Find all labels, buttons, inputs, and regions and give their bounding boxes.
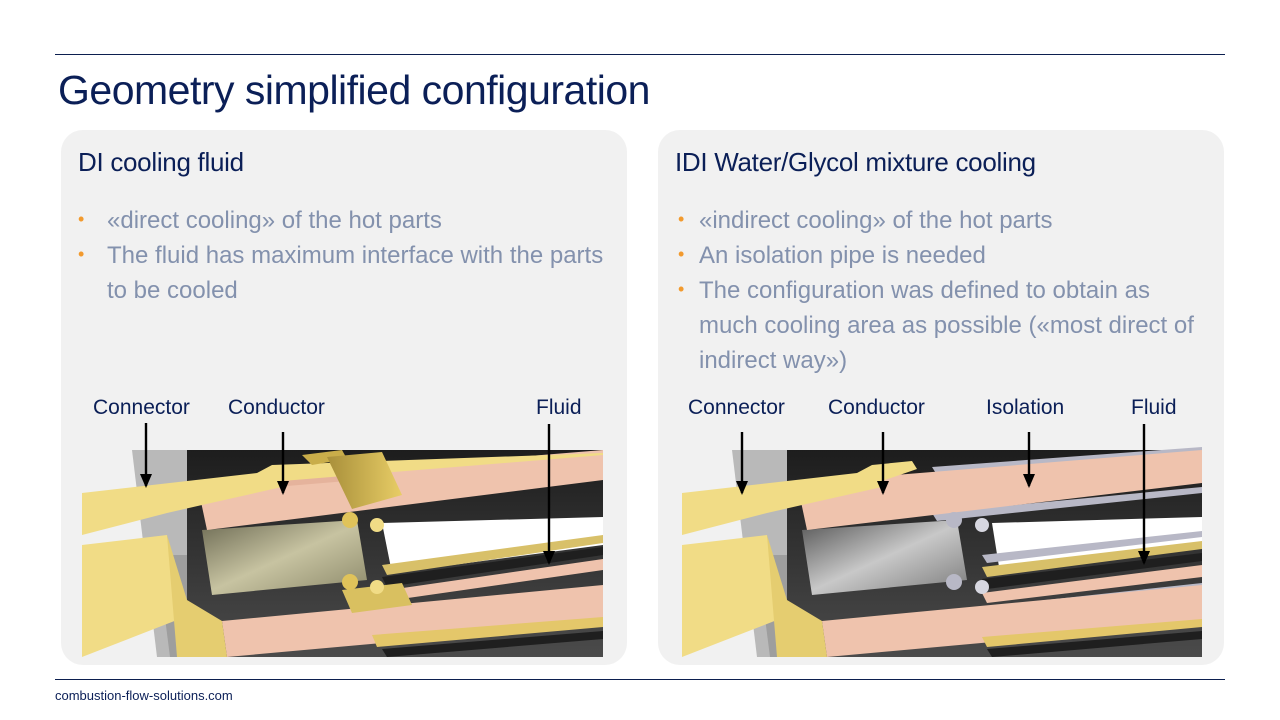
bullet-list: • «direct cooling» of the hot parts • Th… — [78, 203, 608, 308]
bullet-item: • An isolation pipe is needed — [678, 238, 1208, 273]
slide-title: Geometry simplified configuration — [58, 67, 650, 113]
bullet-dot-icon: • — [678, 209, 685, 229]
panel-heading: IDI Water/Glycol mixture cooling — [675, 147, 1036, 177]
footer-url: combustion-flow-solutions.com — [55, 688, 233, 703]
bullet-dot-icon: • — [678, 244, 685, 264]
bullet-text: The fluid has maximum interface with the… — [107, 242, 604, 304]
bullet-text: An isolation pipe is needed — [699, 242, 986, 269]
bullet-dot-icon: • — [78, 209, 85, 229]
bullet-item: • The fluid has maximum interface with t… — [78, 238, 608, 308]
callout-fluid-right: Fluid — [1131, 396, 1177, 419]
callout-fluid-left: Fluid — [536, 396, 582, 419]
bullet-item: • «indirect cooling» of the hot parts — [678, 203, 1208, 238]
bullet-list: • «indirect cooling» of the hot parts • … — [678, 203, 1208, 378]
callout-isolation-right: Isolation — [986, 396, 1065, 419]
bullet-text: «direct cooling» of the hot parts — [107, 207, 442, 234]
bullet-item: • «direct cooling» of the hot parts — [78, 203, 608, 238]
callout-conductor-left: Conductor — [228, 396, 325, 419]
top-divider — [55, 54, 1225, 55]
callout-connector-left: Connector — [93, 396, 190, 419]
bullet-dot-icon: • — [78, 244, 85, 264]
panel-heading: DI cooling fluid — [78, 147, 244, 177]
bottom-divider — [55, 679, 1225, 680]
bullet-text: «indirect cooling» of the hot parts — [699, 207, 1053, 234]
idi-cross-section-illustration — [682, 395, 1202, 657]
callout-conductor-right: Conductor — [828, 396, 925, 419]
bullet-dot-icon: • — [678, 279, 685, 299]
di-cross-section-illustration — [82, 395, 603, 657]
bullet-item: • The configuration was defined to obtai… — [678, 273, 1208, 378]
bullet-text: The configuration was defined to obtain … — [699, 277, 1194, 374]
callout-connector-right: Connector — [688, 396, 785, 419]
